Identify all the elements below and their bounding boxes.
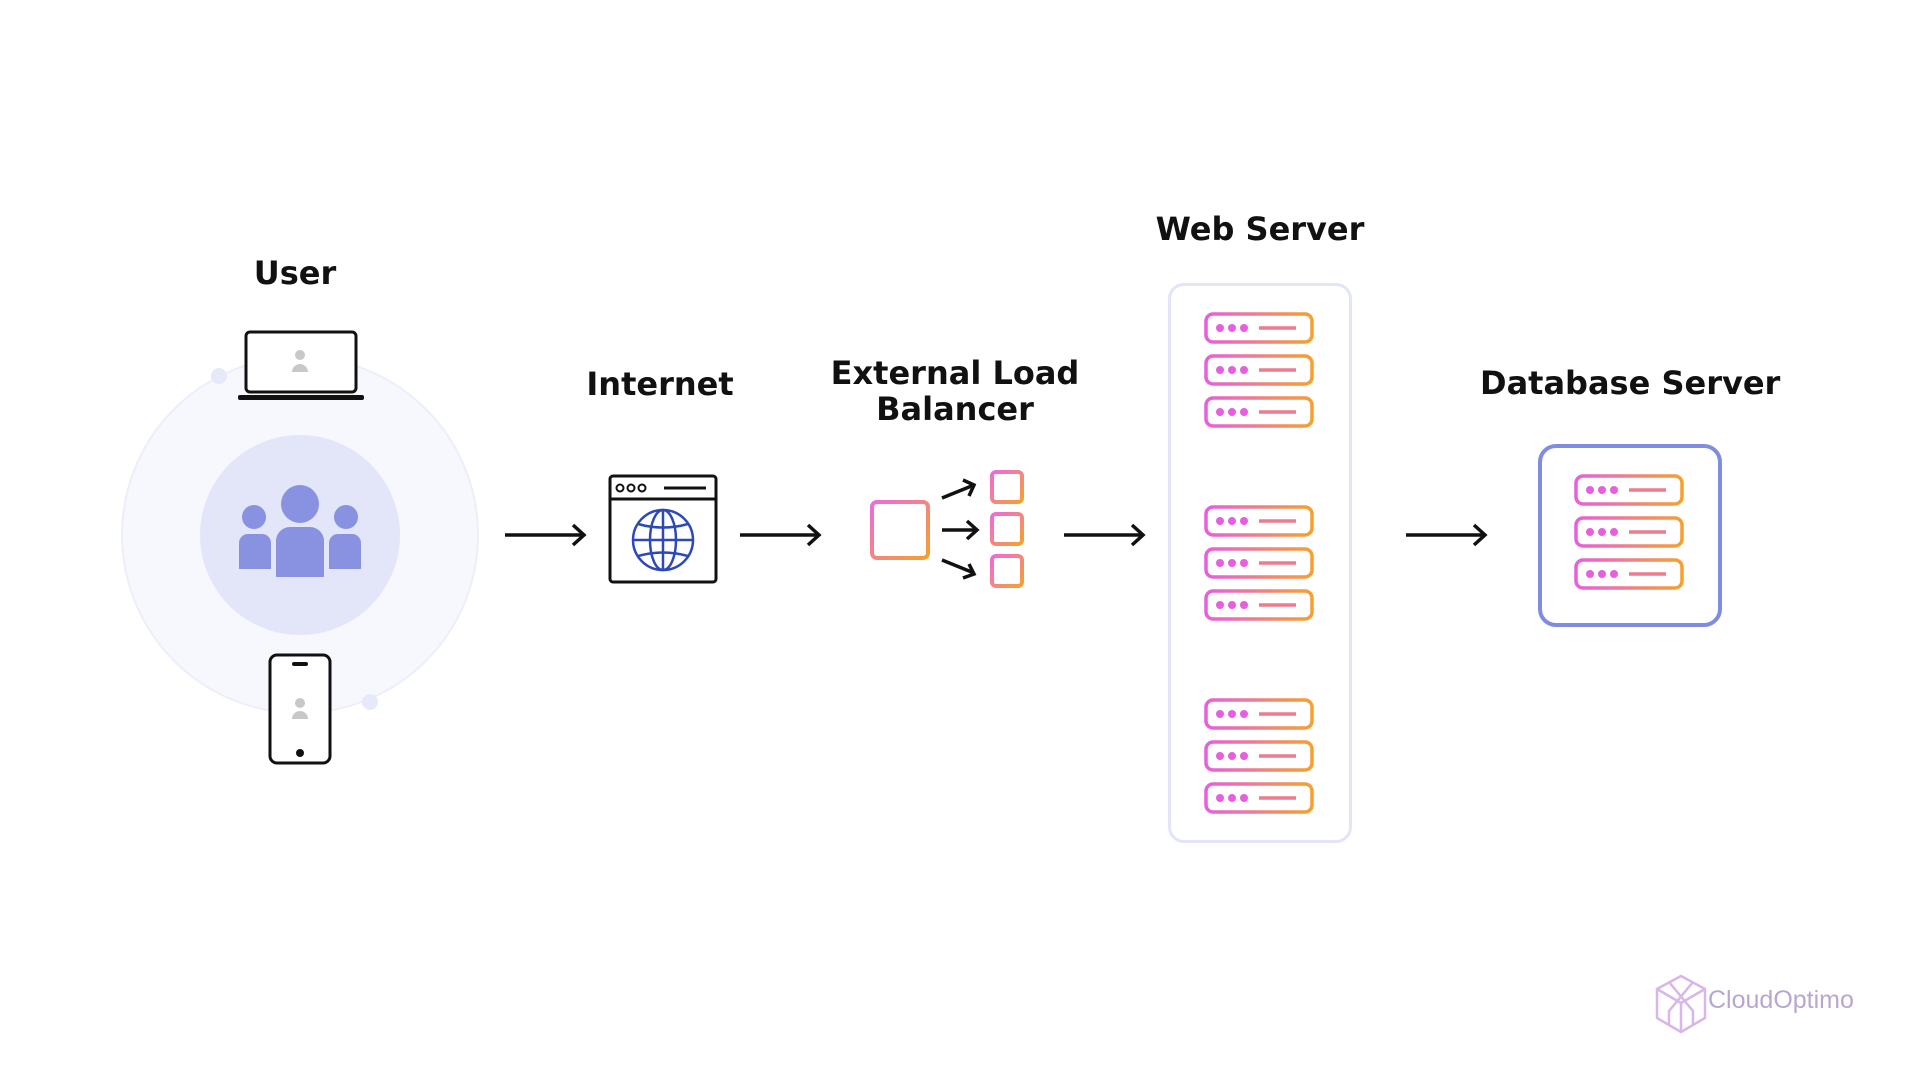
cloudoptimo-logo-text: CloudOptimo [1708, 986, 1854, 1014]
smartphone-icon [268, 653, 332, 765]
arrow-internet-to-loadbalancer [740, 523, 822, 547]
database-server-rack [1574, 474, 1684, 590]
arrow-webserver-to-database [1406, 523, 1488, 547]
internet-label: Internet [586, 365, 734, 403]
database-server-label: Database Server [1480, 364, 1781, 402]
web-server-rack-1 [1204, 312, 1314, 428]
browser-globe-icon [608, 474, 718, 584]
load-balancer-label-line2: Balancer [876, 390, 1034, 428]
arrow-loadbalancer-to-webserver [1064, 523, 1146, 547]
web-server-rack-2 [1204, 505, 1314, 621]
user-label: User [253, 254, 337, 292]
cloudoptimo-logo-icon [1655, 974, 1707, 1034]
arrow-user-to-internet [505, 523, 587, 547]
laptop-icon [238, 330, 364, 400]
load-balancer-icon [870, 470, 1024, 588]
users-group-icon [239, 485, 361, 577]
web-server-label: Web Server [1155, 210, 1365, 248]
database-server-panel [1538, 444, 1722, 627]
web-server-rack-3 [1204, 698, 1314, 814]
load-balancer-label-line1: External Load [830, 354, 1080, 392]
load-balancer-label: External Load Balancer [830, 355, 1080, 427]
